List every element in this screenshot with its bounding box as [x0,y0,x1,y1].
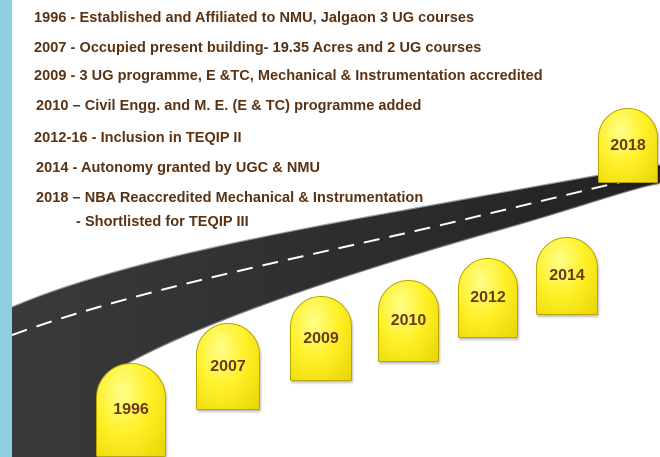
timeline-entry-2014: 2014 - Autonomy granted by UGC & NMU [36,160,321,176]
timeline-entry-2018-cont: - Shortlisted for TEQIP III [76,214,249,230]
milestone-stone-2018: 2018 [598,108,658,183]
road-surface [12,165,660,457]
timeline-entry-1996: 1996 - Established and Affiliated to NMU… [34,10,475,26]
milestone-year: 2012 [470,289,506,306]
milestone-year: 2007 [210,357,246,375]
timeline-entry-2009: 2009 - 3 UG programme, E &TC, Mechanical… [34,68,543,84]
timeline-entry-2018: 2018 – NBA Reaccredited Mechanical & Ins… [36,190,424,206]
milestone-year: 2014 [549,267,585,284]
milestone-stone-2010: 2010 [378,280,439,362]
milestone-stone-2012: 2012 [458,258,518,338]
timeline-entry-2010: 2010 – Civil Engg. and M. E. (E & TC) pr… [36,98,422,114]
milestone-year: 2009 [303,329,339,347]
slide: 1996 - Established and Affiliated to NMU… [12,0,660,457]
milestone-stone-2014: 2014 [536,237,598,315]
timeline-entry-2007: 2007 - Occupied present building- 19.35 … [34,40,482,56]
milestone-year: 2018 [610,136,646,154]
milestone-year: 1996 [113,401,149,418]
milestone-stone-2007: 2007 [196,323,260,410]
milestone-year: 2010 [390,312,427,329]
timeline-entry-2012-16: 2012-16 - Inclusion in TEQIP II [34,130,242,146]
road-center-line [12,173,660,336]
milestone-stone-1996: 1996 [96,363,166,457]
milestone-stone-2009: 2009 [290,296,352,381]
